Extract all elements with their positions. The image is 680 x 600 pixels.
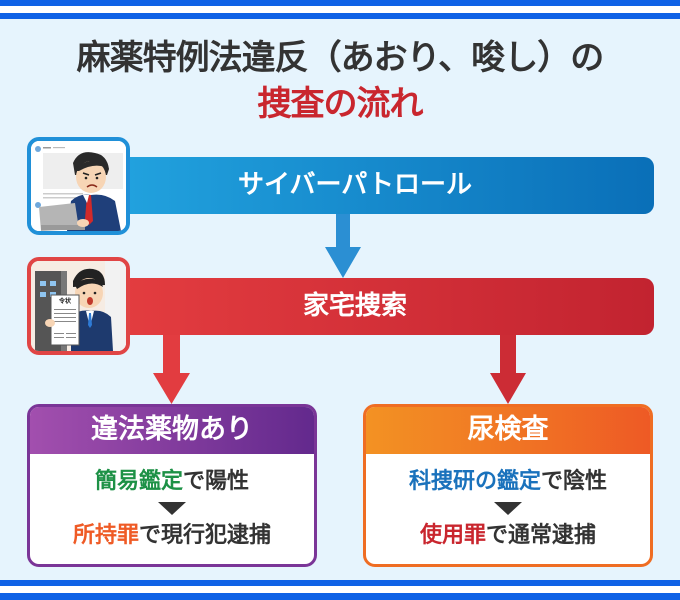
top-stripe-gap <box>0 6 680 13</box>
branch-illegal-drugs-header: 違法薬物あり <box>30 407 314 454</box>
branch-urine-test-result: 科捜研の鑑定で陰性 <box>366 467 650 497</box>
outcome-text: で現行犯逮捕 <box>139 523 272 548</box>
down-triangle-icon <box>30 497 314 521</box>
down-triangle-icon <box>366 497 650 521</box>
step-house-search: 家宅捜索 <box>110 278 654 335</box>
highlight-term: 簡易鑑定 <box>94 469 183 494</box>
result-text: で陽性 <box>183 469 250 494</box>
bottom-stripe <box>0 593 680 600</box>
branch-illegal-drugs-result: 簡易鑑定で陽性 <box>30 467 314 497</box>
bottom-stripe-inner <box>0 580 680 586</box>
user-avatar-icon <box>35 202 41 208</box>
user-avatar-icon <box>35 146 41 152</box>
warrant-document: 令状 <box>50 294 80 346</box>
branch-urine-test: 尿検査 科捜研の鑑定で陰性 使用罪で通常逮捕 <box>363 404 653 567</box>
arrow-search-to-urine <box>490 330 526 404</box>
step-cyber-patrol: サイバーパトロール <box>110 157 654 214</box>
officer-warrant-illustration: 令状 <box>27 257 130 355</box>
bottom-stripe-gap <box>0 586 680 593</box>
step-house-search-label: 家宅捜索 <box>302 291 407 321</box>
top-stripe <box>0 0 680 6</box>
highlight-term: 科捜研の鑑定 <box>408 469 541 494</box>
arrow-cyber-to-search <box>325 210 361 278</box>
outcome-text: で通常逮捕 <box>486 523 597 548</box>
branch-illegal-drugs: 違法薬物あり 簡易鑑定で陽性 所持罪で現行犯逮捕 <box>27 404 317 567</box>
page-title: 麻薬特例法違反（あおり、唆し）の <box>76 38 605 78</box>
branch-illegal-drugs-outcome: 所持罪で現行犯逮捕 <box>30 521 314 551</box>
highlight-term: 使用罪 <box>419 523 486 548</box>
page-subtitle: 捜査の流れ <box>257 84 424 124</box>
top-stripe-inner <box>0 13 680 19</box>
step-cyber-patrol-label: サイバーパトロール <box>237 170 472 200</box>
svg-text:令状: 令状 <box>58 297 72 305</box>
officer-laptop-illustration <box>27 137 130 235</box>
branch-urine-test-outcome: 使用罪で通常逮捕 <box>366 521 650 551</box>
highlight-term: 所持罪 <box>72 523 139 548</box>
branch-urine-test-header: 尿検査 <box>366 407 650 454</box>
arrow-search-to-drugs <box>153 330 190 404</box>
result-text: で陰性 <box>541 469 608 494</box>
